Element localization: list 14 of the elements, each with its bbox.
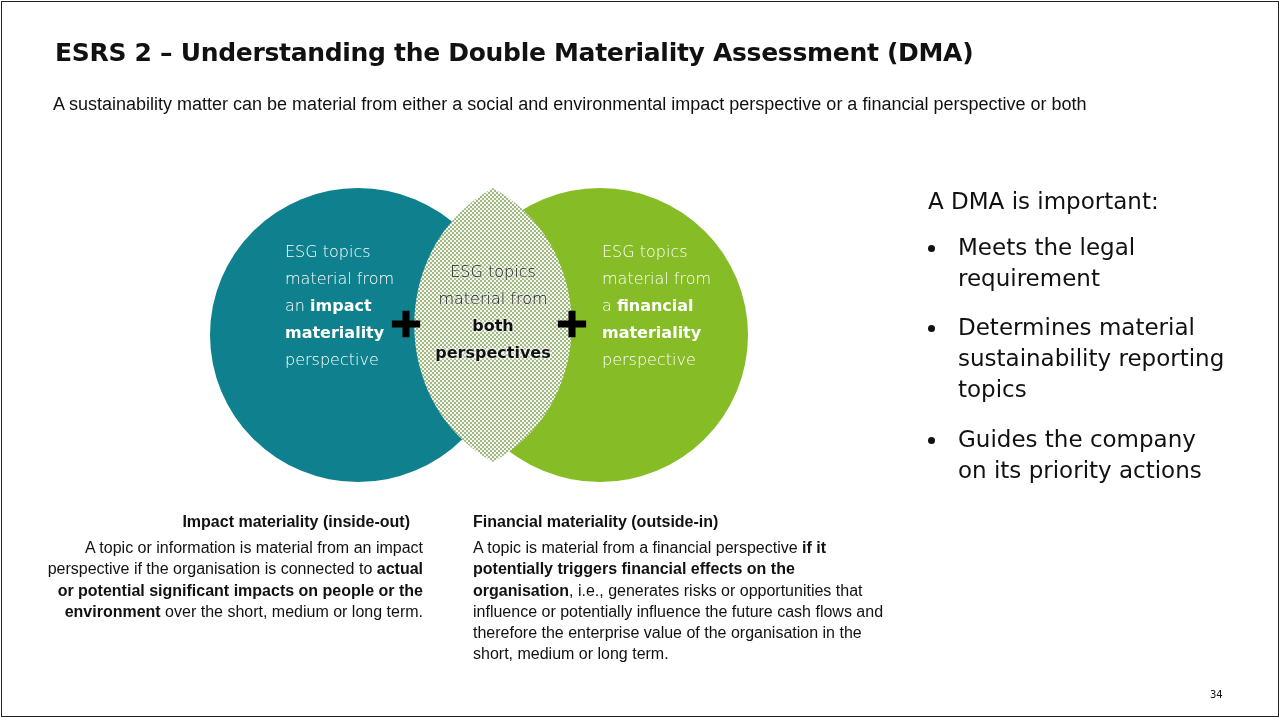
bullet-item: Guides the company on its priority actions (958, 425, 1203, 485)
bullet-item: Determines material sustainability reporting topics (958, 313, 1226, 404)
node-label: ESG topics material from both perspectives (434, 261, 552, 364)
node-label: ESG topics material from a financial materiality perspective (602, 241, 713, 371)
description-text: A topic or information is material from an impact perspective if the organisation is connected to actual or potential significant impacts on people or the environment over the short, medium or long term. (46, 538, 423, 622)
section-heading: Impact materiality (inside-out) (181, 512, 410, 532)
bullet-item: Meets the legal requirement (958, 233, 1137, 293)
list-heading: A DMA is important: (928, 187, 1160, 216)
description-text: A topic is material from a financial perspective if it potentially triggers financial effects on the organisation, i.e., generates risks or opportunities that influence or potentially influence the future cash flows and therefore the enterprise value of the organisation in the short, medium or long term. (473, 538, 885, 665)
section-heading: Financial materiality (outside-in) (473, 512, 720, 532)
subtitle-text: A sustainability matter can be material from either a social and environmental impact perspective or a financial perspective or both (53, 93, 1088, 116)
page-number: 34 (1210, 688, 1224, 702)
slide-title: ESRS 2 – Understanding the Double Materiality Assessment (DMA) (55, 38, 974, 67)
node-label: ESG topics material from an impact materiality perspective (285, 241, 396, 371)
